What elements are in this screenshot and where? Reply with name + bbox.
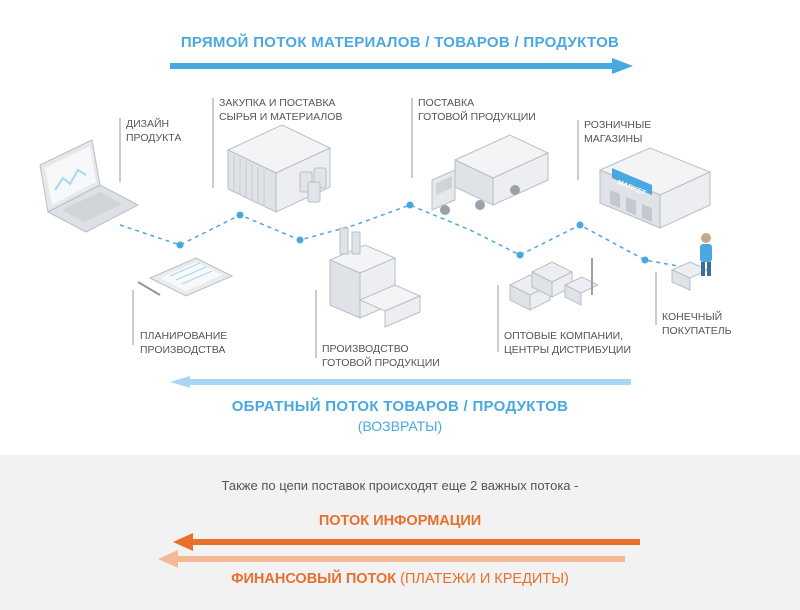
financial-flow-arrow (158, 550, 625, 568)
leader-lines (119, 98, 657, 358)
shipping-container-icon (226, 124, 332, 213)
financial-flow-title-rest: (ПЛАТЕЖИ И КРЕДИТЫ) (396, 571, 569, 587)
stage-label-wholesale: ОПТОВЫЕ КОМПАНИИ, ЦЕНТРЫ ДИСТРИБУЦИИ (504, 330, 632, 356)
stage-label-design: ДИЗАЙН ПРОДУКТА (126, 118, 182, 144)
planning-board-icon (137, 257, 234, 297)
laptop-icon (39, 139, 140, 233)
stage-label-procurement: ЗАКУПКА И ПОСТАВКА СЫРЬЯ И МАТЕРИАЛОВ (219, 97, 343, 123)
information-flow-arrow (173, 533, 640, 551)
barrels-icon (299, 167, 327, 203)
factory-icon (328, 227, 422, 328)
reverse-flow-arrow (170, 376, 631, 388)
information-flow-title: ПОТОК ИНФОРМАЦИИ (318, 513, 482, 529)
secondary-flows-band (0, 455, 800, 610)
reverse-flow-title: ОБРАТНЫЙ ПОТОК ТОВАРОВ / ПРОДУКТОВ (231, 398, 569, 415)
stage-label-retail: РОЗНИЧНЫЕ МАГАЗИНЫ (584, 119, 652, 145)
stage-label-planning: ПЛАНИРОВАНИЕ ПРОИЗВОДСТВА (140, 330, 228, 356)
stage-label-delivery: ПОСТАВКА ГОТОВОЙ ПРОДУКЦИИ (418, 97, 536, 123)
store-icon: MARKET (598, 147, 712, 229)
truck-icon (431, 134, 550, 215)
reverse-flow-subtitle: (ВОЗВРАТЫ) (357, 418, 443, 434)
forward-flow-arrow (170, 58, 633, 74)
warehouse-boxes-icon (508, 258, 600, 311)
route-dots (176, 201, 649, 264)
financial-flow-title: ФИНАНСОВЫЙ ПОТОК (ПЛАТЕЖИ И КРЕДИТЫ) (0, 571, 800, 587)
buyer-icon (670, 233, 712, 291)
secondary-flows-note: Также по цепи поставок происходят еще 2 … (221, 478, 579, 493)
forward-flow-title: ПРЯМОЙ ПОТОК МАТЕРИАЛОВ / ТОВАРОВ / ПРОД… (180, 34, 620, 51)
stage-label-production: ПРОИЗВОДСТВО ГОТОВОЙ ПРОДУКЦИИ (322, 343, 440, 369)
stage-label-buyer: КОНЕЧНЫЙ ПОКУПАТЕЛЬ (662, 311, 732, 337)
dashed-route (119, 204, 701, 271)
financial-flow-title-bold: ФИНАНСОВЫЙ ПОТОК (231, 571, 397, 587)
